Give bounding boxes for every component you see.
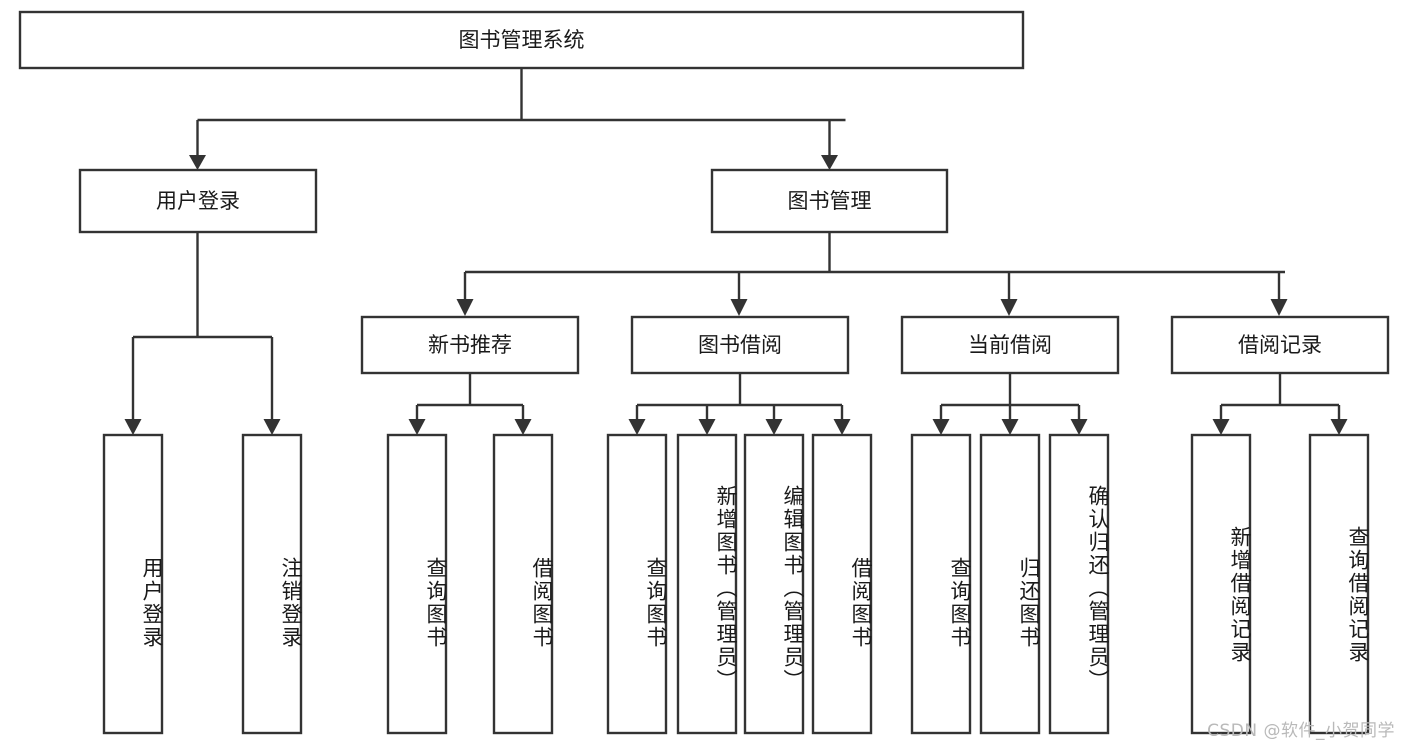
arrowhead-leaf-borrow-book-2 — [833, 419, 851, 435]
arrowhead-new-book-rec — [456, 299, 474, 316]
arrowhead-leaf-return-book — [1001, 419, 1019, 435]
arrowhead-leaf-confirm-return — [1070, 419, 1088, 435]
node-new-book-rec[interactable]: 新书推荐 — [360, 315, 580, 375]
connector-group-book-manage — [456, 232, 1288, 316]
arrowhead-leaf-query-book-1 — [408, 419, 426, 435]
node-borrow-record[interactable]: 借阅记录 — [1170, 315, 1390, 375]
arrowhead-leaf-logout-login — [263, 419, 281, 435]
node-book-manage[interactable]: 图书管理 — [710, 168, 949, 234]
arrowhead-leaf-query-record — [1330, 419, 1348, 435]
node-new-book-rec-label: 新书推荐 — [428, 333, 512, 357]
arrowhead-current-borrow — [1000, 299, 1018, 316]
arrowhead-leaf-edit-book — [765, 419, 783, 435]
node-current-borrow-box[interactable] — [900, 315, 1120, 375]
node-root[interactable]: 图书管理系统 — [18, 10, 1025, 70]
connector-group-root — [189, 68, 846, 170]
leaf-box-user-login[interactable] — [102, 433, 164, 735]
leaf-box-query-record[interactable] — [1308, 433, 1370, 735]
leaf-box-logout-login[interactable] — [241, 433, 303, 735]
arrowhead-leaf-query-book-2 — [628, 419, 646, 435]
arrowhead-book-borrow — [730, 299, 748, 316]
leaf-box-query-book-2[interactable] — [606, 433, 668, 735]
leaf-box-edit-book[interactable] — [743, 433, 805, 735]
connector-group-user-login — [124, 232, 281, 435]
node-root-box[interactable] — [18, 10, 1025, 70]
csdn-watermark: CSDN @软件_小贺同学 — [1207, 721, 1395, 741]
leaf-boxes-group — [102, 433, 1370, 735]
node-current-borrow-label: 当前借阅 — [968, 333, 1052, 357]
node-book-borrow-box[interactable] — [630, 315, 850, 375]
connector-group-borrow-record — [1212, 373, 1348, 435]
node-current-borrow[interactable]: 当前借阅 — [900, 315, 1120, 375]
node-book-manage-label: 图书管理 — [788, 189, 872, 213]
arrowhead-borrow-record — [1270, 299, 1288, 316]
node-user-login-label: 用户登录 — [156, 189, 240, 213]
leaf-box-return-book[interactable] — [979, 433, 1041, 735]
node-borrow-record-label: 借阅记录 — [1238, 333, 1322, 357]
leaf-box-query-book-1[interactable] — [386, 433, 448, 735]
node-borrow-record-box[interactable] — [1170, 315, 1390, 375]
leaf-box-add-record[interactable] — [1190, 433, 1252, 735]
node-new-book-rec-box[interactable] — [360, 315, 580, 375]
connector-group-current-borrow — [932, 373, 1088, 435]
connector-group-new-book-rec — [408, 373, 532, 435]
leaf-box-confirm-return[interactable] — [1048, 433, 1110, 735]
connector-group-book-borrow — [628, 373, 851, 435]
arrowhead-book-manage — [821, 155, 838, 170]
arrowhead-leaf-query-book-3 — [932, 419, 950, 435]
leaf-box-borrow-book-1[interactable] — [492, 433, 554, 735]
arrowhead-leaf-add-record — [1212, 419, 1230, 435]
node-book-borrow-label: 图书借阅 — [698, 333, 782, 357]
node-book-borrow[interactable]: 图书借阅 — [630, 315, 850, 375]
leaf-box-query-book-3[interactable] — [910, 433, 972, 735]
leaf-box-borrow-book-2[interactable] — [811, 433, 873, 735]
arrowhead-leaf-user-login — [124, 419, 142, 435]
leaf-box-add-book[interactable] — [676, 433, 738, 735]
node-book-manage-box[interactable] — [710, 168, 949, 234]
arrowhead-leaf-borrow-book-1 — [514, 419, 532, 435]
arrowhead-leaf-add-book — [698, 419, 716, 435]
arrowhead-user-login — [189, 155, 206, 170]
node-user-login-box[interactable] — [78, 168, 318, 234]
node-user-login[interactable]: 用户登录 — [78, 168, 318, 234]
node-root-label: 图书管理系统 — [459, 28, 585, 52]
